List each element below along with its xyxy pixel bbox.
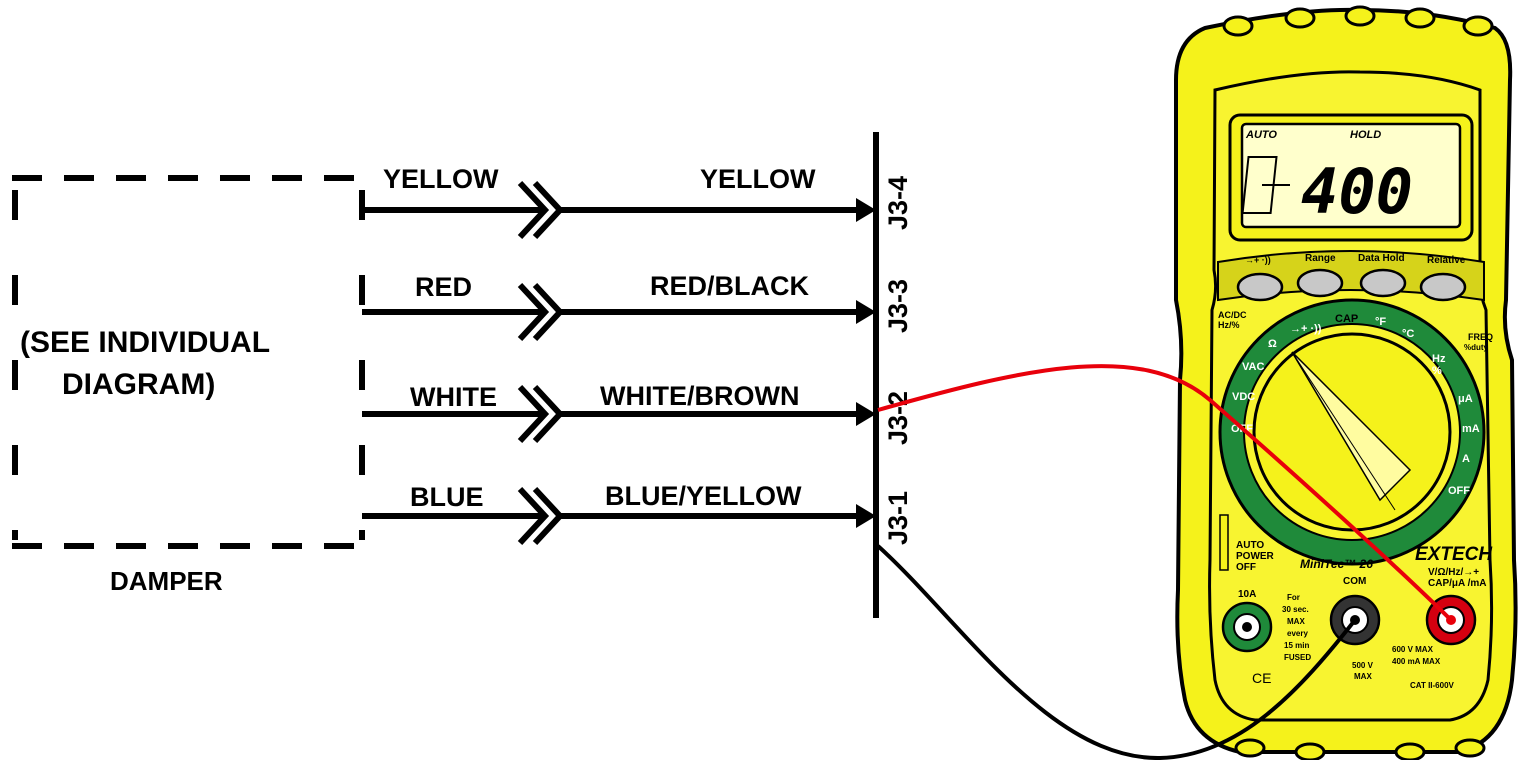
- svg-text:Data Hold: Data Hold: [1358, 253, 1405, 264]
- wire-label-right-j3-2: WHITE/BROWN: [600, 381, 799, 411]
- svg-text:600 V MAX: 600 V MAX: [1392, 645, 1434, 654]
- svg-text:FUSED: FUSED: [1284, 653, 1311, 662]
- lcd-auto-indicator: AUTO: [1245, 129, 1277, 141]
- damper-label: DAMPER: [110, 566, 223, 596]
- svg-text:MAX: MAX: [1354, 672, 1372, 681]
- wire-j3-1: [362, 486, 862, 546]
- jack-ratings-text: 600 V MAX 400 mA MAX CAT II-600V 500 V M…: [1352, 645, 1455, 690]
- svg-text:%: %: [1432, 365, 1442, 377]
- svg-text:°C: °C: [1402, 328, 1414, 340]
- arrowhead-j3-4: [856, 198, 876, 222]
- label-hz-percent: Hz/%: [1218, 320, 1240, 330]
- svg-text:VAC: VAC: [1242, 361, 1264, 373]
- jack-10a[interactable]: [1221, 601, 1273, 653]
- svg-text:μA: μA: [1458, 393, 1473, 405]
- button-data-hold[interactable]: Data Hold: [1358, 253, 1407, 298]
- svg-text:→+ ·)): →+ ·)): [1245, 255, 1271, 265]
- svg-text:30 sec.: 30 sec.: [1282, 605, 1309, 614]
- svg-text:Range: Range: [1305, 253, 1336, 264]
- arrowhead-j3-3: [856, 300, 876, 324]
- pin-label-j3-1: J3-1: [883, 491, 913, 545]
- jack-10a-label: 10A: [1238, 589, 1256, 600]
- pin-label-j3-2: J3-2: [883, 391, 913, 445]
- pin-label-j3-3: J3-3: [883, 279, 913, 333]
- wire-label-right-j3-1: BLUE/YELLOW: [605, 481, 802, 511]
- damper-box: [12, 175, 365, 549]
- auto-power-off-2: POWER: [1236, 551, 1275, 562]
- wire-label-left-j3-3: RED: [415, 272, 472, 302]
- brand-label: EXTECH: [1415, 544, 1493, 565]
- svg-text:400 mA MAX: 400 mA MAX: [1392, 657, 1441, 666]
- black-probe-lead: [876, 544, 1357, 760]
- arrowhead-j3-2: [856, 402, 876, 426]
- svg-text:500 V: 500 V: [1352, 661, 1374, 670]
- power-switch[interactable]: [1219, 514, 1229, 571]
- jack-warning-text: For 30 sec. MAX every 15 min FUSED: [1282, 593, 1311, 662]
- meter-top-bumps: [1222, 5, 1494, 37]
- button-panel: [1217, 250, 1485, 302]
- svg-text:For: For: [1287, 593, 1300, 602]
- wire-j3-4: [362, 180, 862, 240]
- svg-text:every: every: [1287, 629, 1308, 638]
- damper-box-text-line2: DIAGRAM): [62, 368, 215, 401]
- button-relative[interactable]: Relative: [1419, 255, 1467, 302]
- lcd-screen: [1240, 122, 1462, 229]
- pin-label-j3-4: J3-4: [883, 176, 913, 230]
- svg-text:Hz: Hz: [1432, 353, 1446, 365]
- model-label: MiniTec™ 26: [1300, 557, 1373, 571]
- svg-text:mA: mA: [1462, 423, 1480, 435]
- function-label-2: CAP/μA /mA: [1428, 578, 1487, 589]
- label-freq: FREQ: [1468, 332, 1493, 342]
- auto-power-off-1: AUTO: [1236, 540, 1264, 551]
- label-duty: %duty: [1464, 343, 1489, 352]
- svg-text:VDC: VDC: [1232, 391, 1255, 403]
- red-probe-lead: [877, 364, 1453, 622]
- svg-text:Ω: Ω: [1268, 338, 1277, 350]
- arrowhead-j3-1: [856, 504, 876, 528]
- wire-label-left-j3-1: BLUE: [410, 482, 484, 512]
- wire-label-left-j3-2: WHITE: [410, 382, 497, 412]
- svg-text:OFF: OFF: [1448, 485, 1470, 497]
- wire-j3-3: [362, 282, 862, 342]
- button-range[interactable]: Range: [1296, 253, 1344, 298]
- ce-mark: CE: [1252, 670, 1271, 686]
- svg-text:CAT II-600V: CAT II-600V: [1410, 681, 1455, 690]
- button-diode[interactable]: →+ ·)): [1236, 255, 1284, 302]
- wire-label-right-j3-3: RED/BLACK: [650, 271, 809, 301]
- jack-com-label: COM: [1343, 576, 1366, 587]
- lcd-hold-indicator: HOLD: [1350, 129, 1381, 141]
- wire-j3-2: [362, 384, 862, 444]
- lcd-reading: 400: [1301, 155, 1413, 228]
- multimeter: AUTO HOLD 400 →+ ·)) Range Data Hold Rel…: [1174, 5, 1518, 760]
- svg-text:→+ ·)): →+ ·)): [1290, 323, 1322, 335]
- svg-text:A: A: [1462, 453, 1470, 465]
- svg-text:Relative: Relative: [1427, 255, 1466, 266]
- damper-box-text-line1: (SEE INDIVIDUAL: [20, 326, 270, 359]
- dial-pointer: [1291, 351, 1412, 502]
- svg-text:MAX: MAX: [1287, 617, 1305, 626]
- wire-label-right-j3-4: YELLOW: [700, 164, 816, 194]
- svg-text:15 min: 15 min: [1284, 641, 1309, 650]
- label-acdc: AC/DC: [1218, 310, 1247, 320]
- meter-bottom-bumps: [1234, 738, 1486, 760]
- auto-power-off-3: OFF: [1236, 562, 1256, 573]
- function-label-1: V/Ω/Hz/→+: [1428, 567, 1479, 578]
- dial-position-labels: OFF VDC VAC Ω →+ ·)) CAP °F °C Hz % μA m…: [1231, 313, 1480, 497]
- wire-label-left-j3-4: YELLOW: [383, 164, 499, 194]
- svg-text:°F: °F: [1375, 316, 1386, 328]
- svg-text:CAP: CAP: [1335, 313, 1358, 325]
